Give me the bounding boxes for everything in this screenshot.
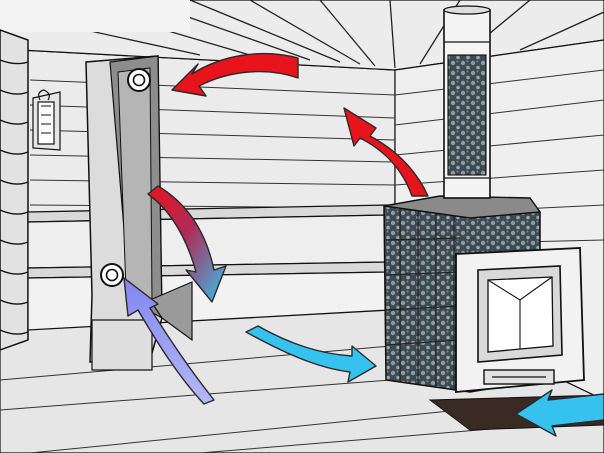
lower-vent-grille-icon bbox=[101, 264, 123, 286]
vent-grille-icon bbox=[128, 69, 150, 91]
ceiling-light-panel bbox=[0, 0, 190, 32]
stone-column-icon bbox=[444, 6, 490, 198]
wall-lamp-icon bbox=[33, 90, 60, 150]
left-log-wall bbox=[0, 30, 28, 350]
